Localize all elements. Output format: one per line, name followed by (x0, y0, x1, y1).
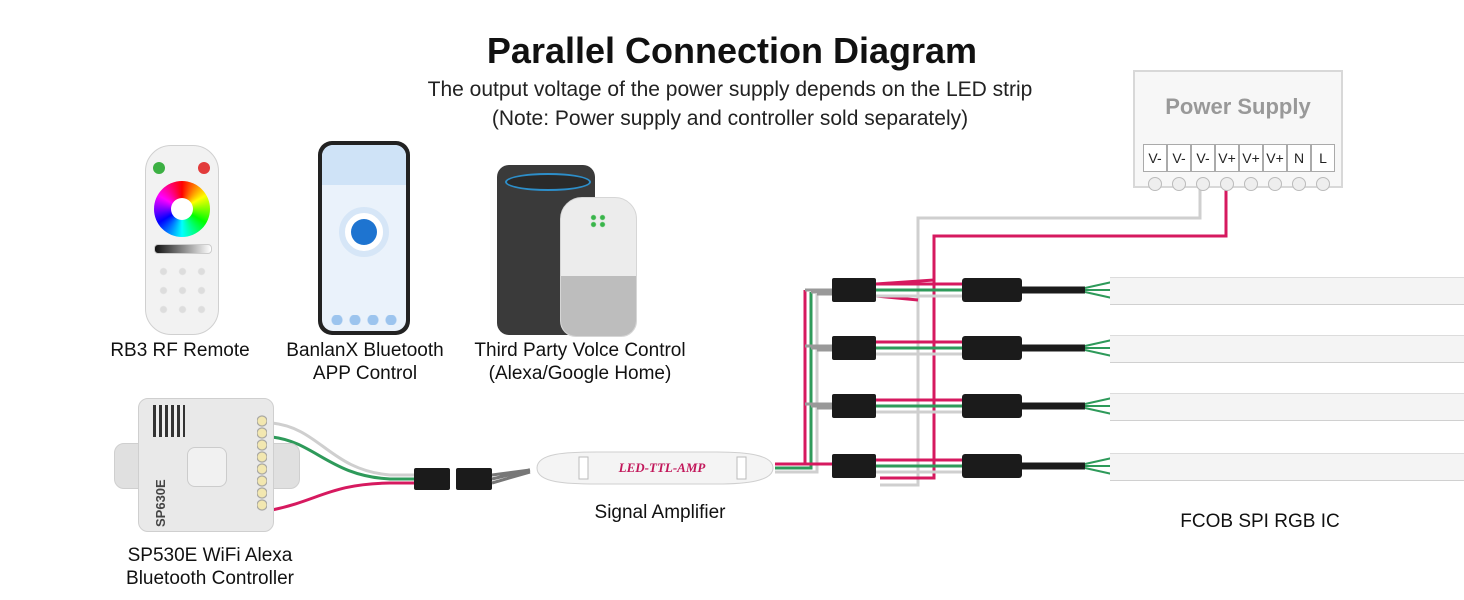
google-home-speaker-image (560, 197, 637, 337)
terminal-v-minus-1: V- (1143, 144, 1167, 172)
terminal-v-plus-1: V+ (1215, 144, 1239, 172)
controller-model-text: SP630E (153, 479, 168, 527)
subtitle-voltage-note: The output voltage of the power supply d… (427, 78, 1033, 101)
screw-icon (1244, 177, 1258, 191)
screw-icon (1220, 177, 1234, 191)
power-supply-wires (880, 188, 1228, 487)
screw-icon (1292, 177, 1306, 191)
controller-output-cable (271, 421, 415, 512)
channel-row-1 (805, 278, 1113, 302)
rf-remote-image (145, 145, 219, 335)
channel-row-3 (805, 394, 1113, 418)
led-strip-4 (1110, 453, 1464, 481)
remote-off-button-icon (198, 162, 210, 174)
screw-icon (1172, 177, 1186, 191)
terminal-n: N (1287, 144, 1311, 172)
app-label: BanlanX Bluetooth APP Control (270, 339, 460, 385)
terminal-v-minus-2: V- (1167, 144, 1191, 172)
amplifier-label: Signal Amplifier (594, 502, 726, 523)
terminal-v-plus-2: V+ (1239, 144, 1263, 172)
wifi-controller-image: SP630E (138, 398, 274, 532)
amplifier-connector-female (456, 468, 492, 490)
channel-row-4 (805, 454, 1113, 478)
power-button-icon (187, 447, 227, 487)
subtitle-sold-separately-note: (Note: Power supply and controller sold … (491, 107, 969, 130)
controller-connector-male (414, 468, 450, 490)
signal-amplifier-image: LED-TTL-AMP (536, 451, 774, 485)
led-strip-1 (1110, 277, 1464, 305)
remote-on-button-icon (153, 162, 165, 174)
screw-icon (1316, 177, 1330, 191)
voice-control-label: Third Party Volce Control (Alexa/Google … (460, 339, 700, 385)
remote-keypad-icon (154, 262, 210, 322)
voice-control-label-line-1: Third Party Volce Control (474, 340, 686, 361)
terminal-v-plus-3: V+ (1263, 144, 1287, 172)
app-label-line-1: BanlanX Bluetooth (286, 340, 444, 361)
qr-code-icon (153, 405, 185, 437)
voice-control-label-line-2: (Alexa/Google Home) (488, 363, 672, 384)
amplifier-text: LED-TTL-AMP (618, 460, 707, 475)
color-wheel-icon (154, 181, 210, 237)
brightness-slider-icon (154, 244, 212, 254)
controller-terminal-block-icon (257, 415, 267, 511)
power-supply: Power Supply V- V- V- V+ V+ V+ N L (1133, 70, 1343, 191)
led-strip-3 (1110, 393, 1464, 421)
terminal-v-minus-3: V- (1191, 144, 1215, 172)
power-supply-title: Power Supply (1165, 94, 1311, 119)
strip-label: FCOB SPI RGB IC (1180, 511, 1340, 532)
screw-icon (1268, 177, 1282, 191)
diagram-title: Parallel Connection Diagram (486, 30, 978, 71)
terminal-l: L (1311, 144, 1335, 172)
screw-icon (1196, 177, 1210, 191)
controller-label-line-1: SP530E WiFi Alexa (127, 545, 293, 566)
channel-row-2 (805, 336, 1113, 360)
controller-label: SP530E WiFi Alexa Bluetooth Controller (90, 544, 330, 590)
led-strip-2 (1110, 335, 1464, 363)
app-label-line-2: APP Control (312, 363, 418, 384)
phone-app-image (318, 141, 410, 335)
screw-icon (1148, 177, 1162, 191)
controller-label-line-2: Bluetooth Controller (126, 568, 294, 589)
remote-label: RB3 RF Remote (110, 340, 250, 361)
amplifier-output-bus (775, 290, 819, 474)
controller-mount-ear-right (270, 443, 300, 489)
